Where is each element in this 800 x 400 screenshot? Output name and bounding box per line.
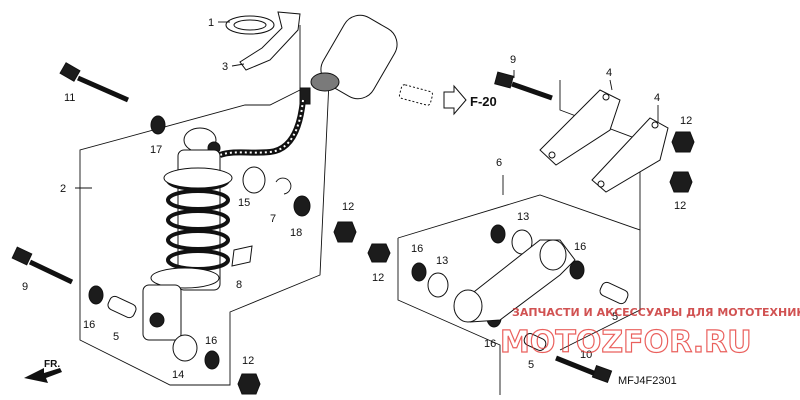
watermark: ЗАПЧАСТИ И АКСЕССУАРЫ ДЛЯ МОТОТЕХНИКИ MO… xyxy=(499,306,800,361)
callout-16: 16 xyxy=(205,335,217,347)
callout-12: 12 xyxy=(242,355,254,367)
callout-15: 15 xyxy=(238,197,250,209)
clamp-1 xyxy=(225,15,275,35)
callout-16: 16 xyxy=(411,243,423,255)
callout-12: 12 xyxy=(680,115,692,127)
watermark-tagline: ЗАПЧАСТИ И АКСЕССУАРЫ ДЛЯ МОТОТЕХНИКИ xyxy=(512,306,800,319)
bolt-9-left xyxy=(11,246,74,285)
callout-16: 16 xyxy=(484,338,496,350)
diagram-code: MFJ4F2301 xyxy=(618,375,677,387)
callout-3: 3 xyxy=(222,61,228,73)
bracket-3 xyxy=(239,11,301,71)
callout-6: 6 xyxy=(496,157,502,169)
f20-reference: F-20 xyxy=(443,84,497,116)
callout-12: 12 xyxy=(674,200,686,212)
callout-9: 9 xyxy=(22,281,28,293)
callout-12: 12 xyxy=(342,201,354,213)
leader-lines xyxy=(75,21,659,195)
bolt-9-right xyxy=(494,71,553,101)
connecting-rod-6 xyxy=(453,239,576,323)
front-arrow: FR. xyxy=(24,359,62,383)
reference-label: F-20 xyxy=(470,94,497,109)
watermark-brand: MOTOZFOR.RU xyxy=(500,325,752,360)
callout-10: 10 xyxy=(580,349,592,361)
callout-5: 5 xyxy=(528,359,534,371)
callout-18: 18 xyxy=(290,227,302,239)
collar-5 xyxy=(107,281,629,351)
callout-13: 13 xyxy=(436,255,448,267)
seal-16 xyxy=(88,224,585,370)
callout-16: 16 xyxy=(574,241,586,253)
shock-arm-plate-4 xyxy=(539,89,669,193)
assembly-frame-shock xyxy=(79,25,331,386)
shock-absorber xyxy=(142,14,398,341)
bolt-10 xyxy=(555,355,613,384)
callout-7: 7 xyxy=(270,213,276,225)
callout-17: 17 xyxy=(150,144,162,156)
callout-5: 5 xyxy=(113,331,119,343)
circlip-7 xyxy=(275,177,292,195)
callout-9: 9 xyxy=(510,54,516,66)
callout-8: 8 xyxy=(236,279,242,291)
callout-12: 12 xyxy=(372,272,384,284)
label-plate-8 xyxy=(231,245,253,267)
callout-4: 4 xyxy=(606,67,612,79)
callout-11: 11 xyxy=(64,92,75,104)
callout-4: 4 xyxy=(654,92,660,104)
callout-14: 14 xyxy=(172,369,184,381)
callout-labels: 1 2 3 4 4 5 5 5 6 7 8 9 9 10 11 12 12 12… xyxy=(22,17,692,381)
bolt-11 xyxy=(59,62,130,103)
callout-13: 13 xyxy=(517,211,529,223)
front-label: FR. xyxy=(44,359,60,370)
f20-bolt xyxy=(398,84,434,106)
callout-16: 16 xyxy=(83,319,95,331)
seal-17 xyxy=(150,115,166,135)
seal-18 xyxy=(293,195,311,217)
bearing-13-14-15 xyxy=(172,166,533,362)
callout-1: 1 xyxy=(208,17,214,29)
callout-2: 2 xyxy=(60,183,66,195)
nut-12 xyxy=(237,131,695,395)
callout-5: 5 xyxy=(612,311,618,323)
